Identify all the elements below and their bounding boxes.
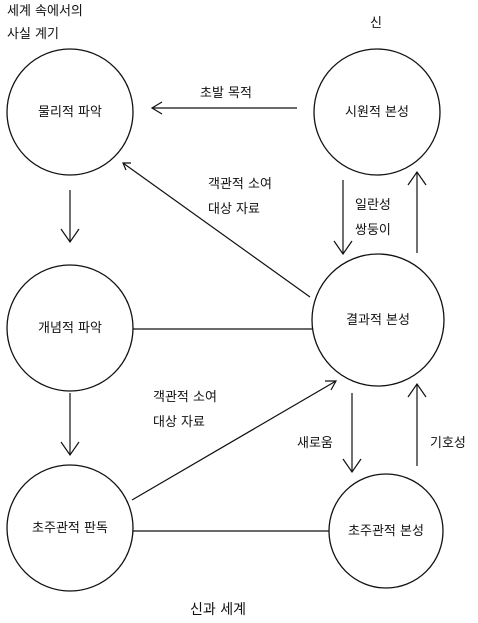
coincidence-label-line1: 일란성: [355, 198, 391, 213]
objective-datum-lower-line2: 대상 자료: [153, 415, 205, 430]
primordial-nature-node: 시원적 본성: [313, 48, 441, 176]
symbolism-label: 기호성: [430, 436, 466, 451]
consequent-nature-node: 결과적 본성: [311, 253, 445, 387]
coincidence-label-line2: 쌍둥이: [355, 223, 391, 238]
initial-aim-label: 초발 목적: [200, 86, 252, 101]
superjective-nature-label: 초주관적 본성: [348, 524, 424, 539]
physical-prehension-label: 물리적 파악: [38, 105, 102, 120]
objective-datum-upper-line2: 대상 자료: [208, 202, 260, 217]
conceptual-prehension-label: 개념적 파악: [38, 321, 102, 336]
initial-aim-arrow: [150, 101, 297, 115]
consequent-nature-label: 결과적 본성: [346, 313, 410, 328]
objective-datum-arrow-lower: [131, 380, 338, 501]
primordial-nature-label: 시원적 본성: [345, 105, 409, 120]
world-heading-line2: 사실 계기: [7, 27, 59, 42]
conceptual-to-judgment-arrow: [60, 393, 80, 457]
newness-label: 새로움: [297, 436, 333, 451]
physical-to-conceptual-arrow: [60, 190, 80, 244]
superjective-nature-node: 초주관적 본성: [328, 473, 444, 589]
coincidence-arrow-down: [333, 180, 353, 256]
physical-prehension-node: 물리적 파악: [6, 48, 134, 176]
objective-datum-arrow-upper: [122, 162, 311, 298]
consequent-to-primordial-arrow: [407, 170, 427, 253]
objective-datum-lower-line1: 객관적 소여: [153, 390, 217, 405]
transcendental-judgment-label: 초주관적 판독: [32, 521, 108, 536]
transcendental-judgment-node: 초주관적 판독: [6, 464, 134, 592]
conceptual-prehension-node: 개념적 파악: [6, 264, 134, 392]
world-heading-line1: 세계 속에서의: [7, 4, 83, 19]
symbolism-arrow: [407, 382, 427, 466]
objective-datum-upper-line1: 객관적 소여: [208, 177, 272, 192]
newness-arrow: [342, 393, 362, 474]
god-heading: 신: [370, 16, 382, 31]
diagram-caption: 신과 세계: [190, 602, 246, 618]
